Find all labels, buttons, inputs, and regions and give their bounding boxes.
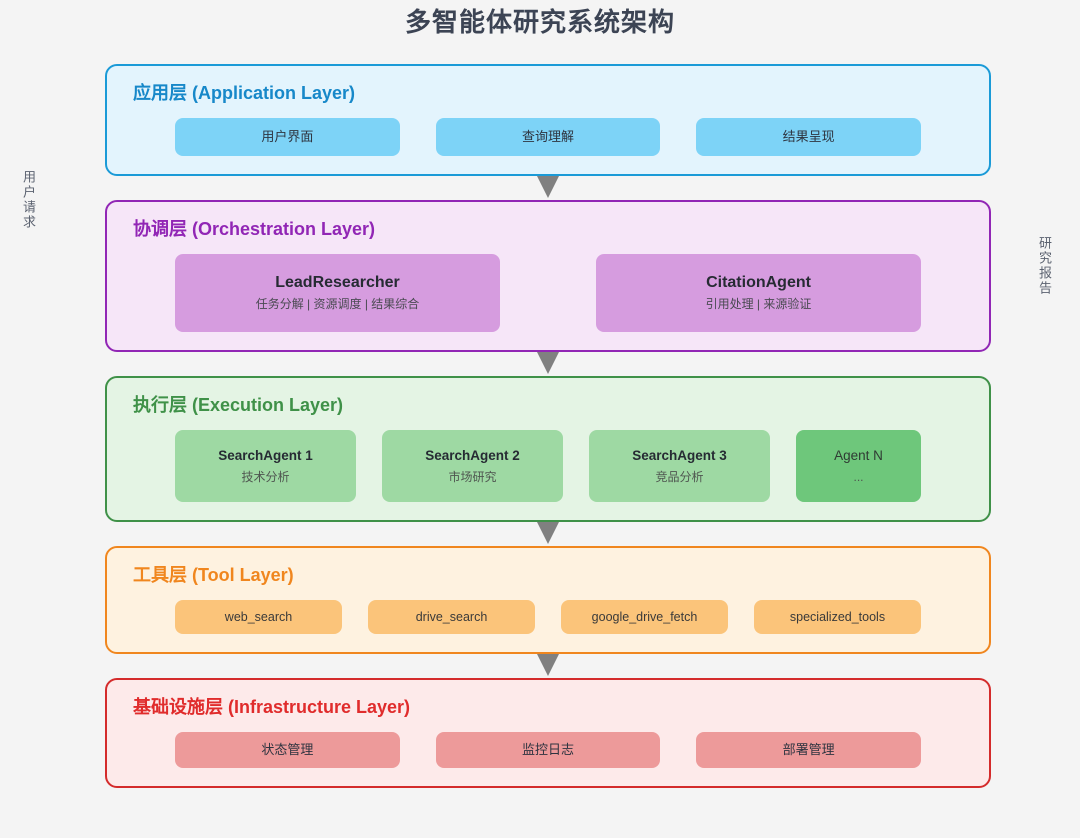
card-title: 用户界面 — [261, 129, 314, 144]
card-query-understanding[interactable]: 查询理解 — [435, 118, 661, 156]
card-title: SearchAgent 2 — [425, 448, 520, 463]
layer-orchestration-cards: LeadResearcher 任务分解 | 资源调度 | 结果综合 Citati… — [129, 254, 967, 332]
card-subtitle: 任务分解 | 资源调度 | 结果综合 — [255, 297, 420, 311]
arrow-down-icon — [537, 654, 559, 676]
arrow-down-icon — [537, 352, 559, 374]
connector-application-to-orchestration — [105, 176, 991, 200]
card-state-management[interactable]: 状态管理 — [175, 732, 400, 768]
card-search-agent-2[interactable]: SearchAgent 2 市场研究 — [382, 430, 563, 502]
layer-orchestration[interactable]: 协调层 (Orchestration Layer) LeadResearcher… — [105, 200, 991, 352]
card-title: google_drive_fetch — [591, 610, 698, 624]
layer-execution[interactable]: 执行层 (Execution Layer) SearchAgent 1 技术分析… — [105, 376, 991, 522]
layer-application[interactable]: 应用层 (Application Layer) 用户界面 查询理解 结果呈现 — [105, 64, 991, 176]
layer-infrastructure[interactable]: 基础设施层 (Infrastructure Layer) 状态管理 监控日志 部… — [105, 678, 991, 788]
connector-tool-to-infrastructure — [105, 654, 991, 678]
layer-application-cards: 用户界面 查询理解 结果呈现 — [129, 118, 967, 156]
side-label-user-request: 用户请求 — [21, 170, 36, 230]
card-monitoring-logs[interactable]: 监控日志 — [435, 732, 661, 768]
card-web-search[interactable]: web_search — [175, 600, 342, 634]
card-specialized-tools[interactable]: specialized_tools — [754, 600, 921, 634]
card-title: 状态管理 — [261, 742, 314, 757]
card-google-drive-fetch[interactable]: google_drive_fetch — [561, 600, 728, 634]
card-user-interface[interactable]: 用户界面 — [175, 118, 400, 156]
card-title: specialized_tools — [789, 610, 886, 624]
card-title: SearchAgent 1 — [218, 448, 313, 463]
layer-execution-title: 执行层 (Execution Layer) — [133, 395, 344, 415]
card-search-agent-1[interactable]: SearchAgent 1 技术分析 — [175, 430, 356, 502]
arrow-down-icon — [537, 176, 559, 198]
card-search-agent-3[interactable]: SearchAgent 3 竞品分析 — [589, 430, 770, 502]
arrow-down-icon — [537, 522, 559, 544]
layer-infrastructure-cards: 状态管理 监控日志 部署管理 — [129, 732, 967, 768]
card-title: 结果呈现 — [782, 129, 835, 144]
connector-execution-to-tool — [105, 522, 991, 546]
card-title: SearchAgent 3 — [632, 448, 727, 463]
card-citation-agent[interactable]: CitationAgent 引用处理 | 来源验证 — [596, 254, 921, 332]
side-label-research-report: 研究报告 — [1037, 236, 1052, 296]
card-title: web_search — [224, 610, 293, 624]
layer-tool[interactable]: 工具层 (Tool Layer) web_search drive_search… — [105, 546, 991, 654]
layer-orchestration-title: 协调层 (Orchestration Layer) — [133, 219, 376, 239]
card-subtitle: 技术分析 — [241, 470, 290, 484]
card-title: Agent N — [834, 448, 883, 463]
layer-infrastructure-title: 基础设施层 (Infrastructure Layer) — [133, 697, 411, 717]
layer-tool-title: 工具层 (Tool Layer) — [133, 565, 294, 585]
card-subtitle: 引用处理 | 来源验证 — [705, 297, 812, 311]
card-subtitle: 竞品分析 — [655, 470, 704, 484]
card-title: 监控日志 — [522, 742, 575, 757]
card-title: CitationAgent — [706, 274, 811, 291]
card-subtitle: 市场研究 — [448, 470, 497, 484]
layer-application-title: 应用层 (Application Layer) — [133, 83, 356, 103]
page-title: 多智能体研究系统架构 — [404, 7, 675, 37]
card-title: LeadResearcher — [275, 274, 400, 291]
card-title: drive_search — [415, 610, 488, 624]
card-drive-search[interactable]: drive_search — [368, 600, 535, 634]
layer-tool-cards: web_search drive_search google_drive_fet… — [129, 600, 967, 634]
layer-execution-cards: SearchAgent 1 技术分析 SearchAgent 2 市场研究 Se… — [129, 430, 967, 502]
layer-stack: 应用层 (Application Layer) 用户界面 查询理解 结果呈现 协… — [105, 64, 991, 788]
card-title: 查询理解 — [522, 129, 575, 144]
card-title: 部署管理 — [782, 742, 835, 757]
card-lead-researcher[interactable]: LeadResearcher 任务分解 | 资源调度 | 结果综合 — [175, 254, 500, 332]
card-deployment-management[interactable]: 部署管理 — [696, 732, 922, 768]
card-agent-n[interactable]: Agent N ... — [796, 430, 921, 502]
card-subtitle: ... — [853, 470, 864, 484]
connector-orchestration-to-execution — [105, 352, 991, 376]
card-result-presentation[interactable]: 结果呈现 — [696, 118, 922, 156]
